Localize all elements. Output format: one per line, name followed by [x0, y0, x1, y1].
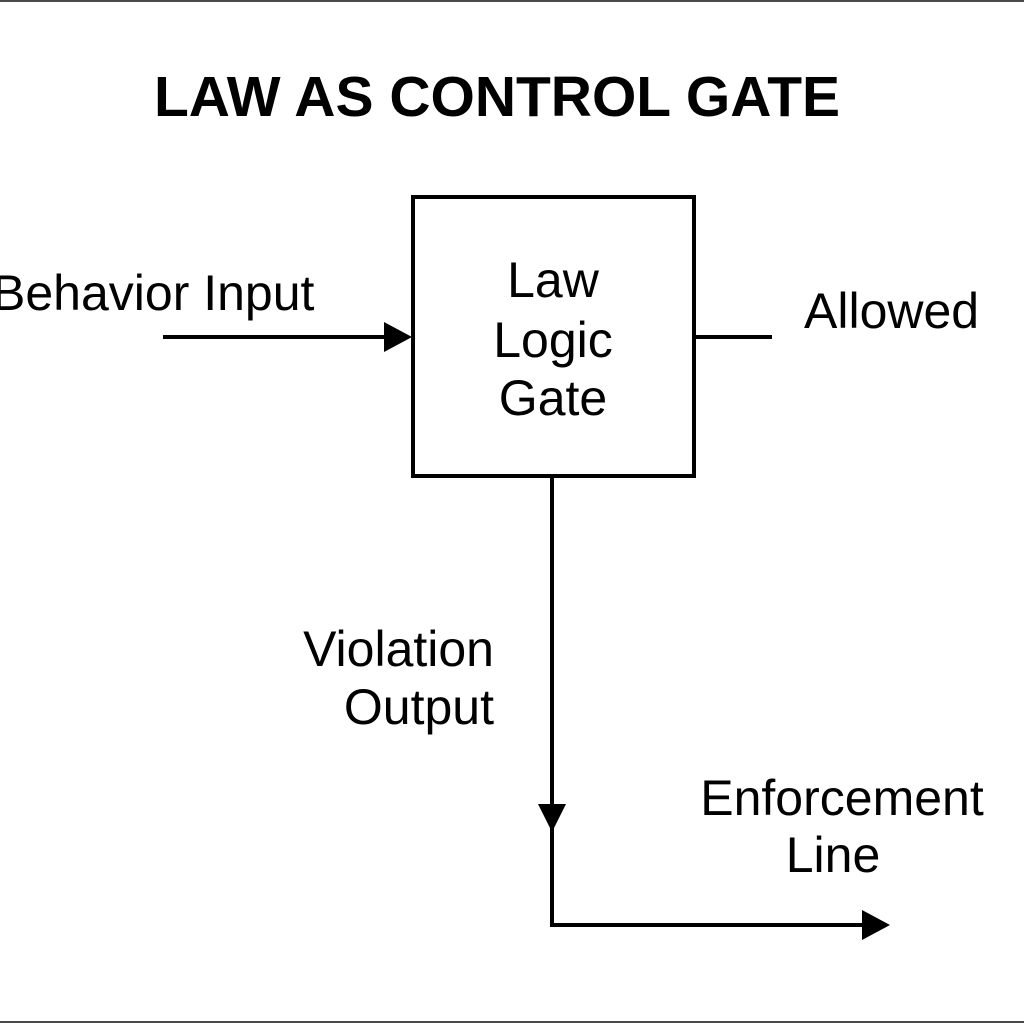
gate-label-line-2: Logic	[493, 312, 613, 368]
gate-label-line-1: Law	[507, 252, 600, 308]
violation-arrowhead	[538, 804, 566, 832]
allowed-label: Allowed	[804, 283, 979, 339]
violation-label-line-2: Output	[344, 679, 494, 735]
violation-label-line-1: Violation	[303, 621, 494, 677]
input-arrowhead	[384, 322, 412, 352]
diagram-title: LAW AS CONTROL GATE	[154, 65, 840, 129]
enforcement-label-line-1: Enforcement	[700, 770, 984, 826]
enforcement-label-line-2: Line	[786, 827, 881, 883]
behavior-input-label: Behavior Input	[0, 265, 315, 321]
enforcement-arrowhead	[862, 910, 890, 940]
gate-label-line-3: Gate	[499, 370, 607, 426]
